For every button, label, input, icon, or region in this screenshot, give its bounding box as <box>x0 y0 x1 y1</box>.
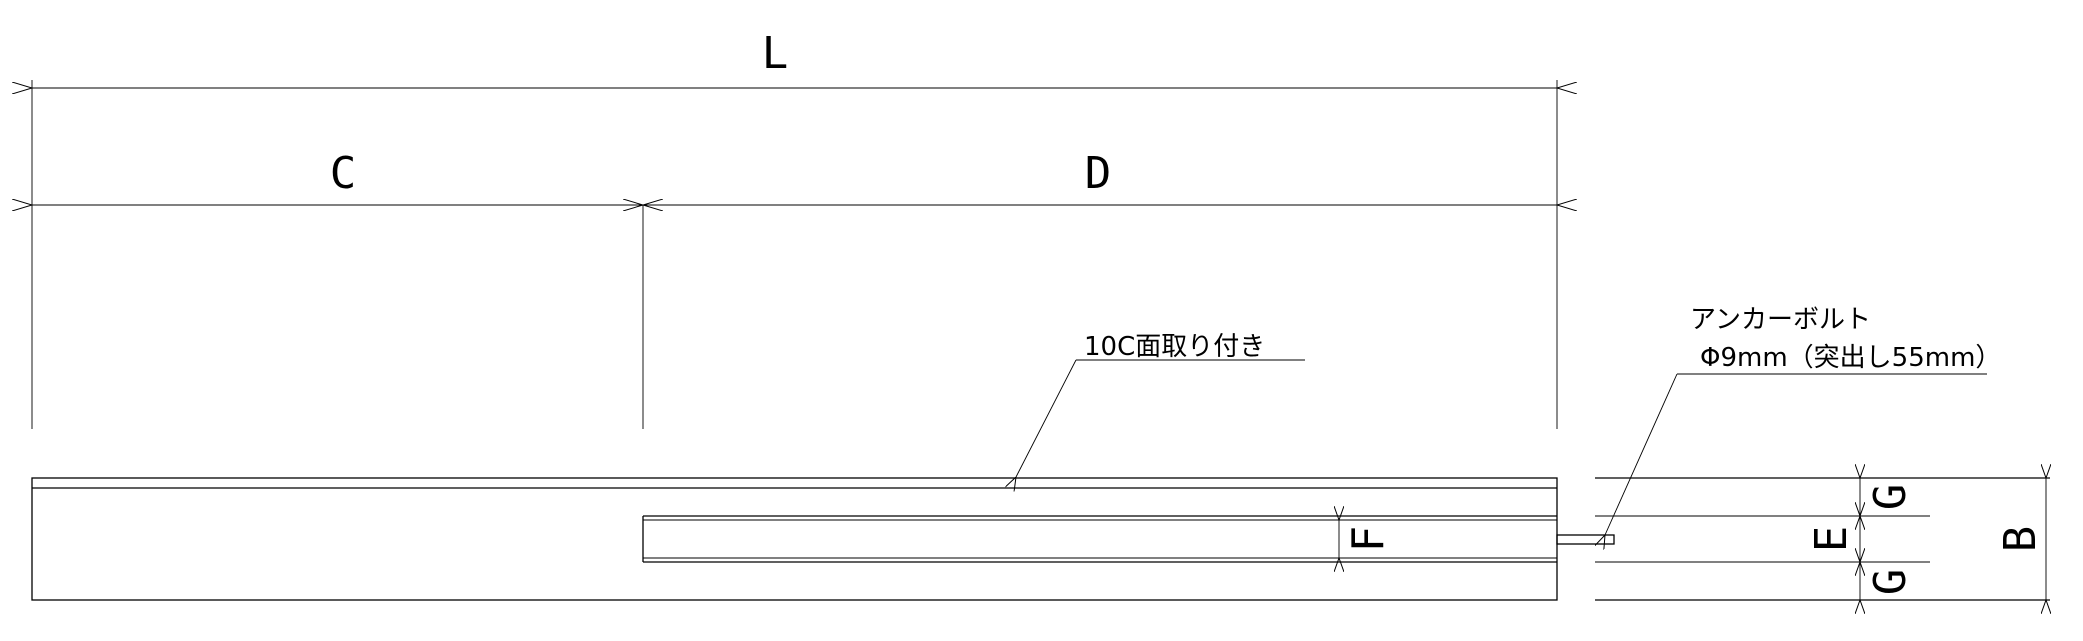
dimension-label-B: B <box>1995 526 2046 553</box>
dimension-E: E <box>1806 516 1860 562</box>
dimension-label-F: F <box>1343 526 1394 553</box>
chamfer-note: 10C面取り付き <box>1084 332 1265 362</box>
dimension-L: L <box>32 28 1557 88</box>
dimension-G-top: G <box>1860 478 1916 516</box>
front-view <box>31 477 1615 601</box>
dimension-G-bottom: G <box>1860 562 1916 600</box>
dimension-label-E: E <box>1806 526 1857 553</box>
anchor-bolt-note-line2: Φ9mm（突出し55mm） <box>1700 343 2001 373</box>
dimension-label-G-top: G <box>1865 484 1916 511</box>
dimension-C: C <box>32 148 643 205</box>
dimension-label-L: L <box>762 28 789 79</box>
dimension-label-D: D <box>1085 148 1112 199</box>
dimension-label-C: C <box>330 148 357 199</box>
chamfer-leader: 10C面取り付き <box>1016 332 1305 477</box>
anchor-bolt <box>1556 534 1615 545</box>
dimension-B: B <box>1995 478 2046 600</box>
side-view <box>1595 477 2050 601</box>
dimension-D: D <box>643 148 1557 205</box>
anchor-bolt-note-line1: アンカーボルト <box>1690 305 1871 335</box>
anchor-bolt-leader: アンカーボルト Φ9mm（突出し55mm） <box>1605 305 2001 535</box>
dimension-F: F <box>1339 520 1394 558</box>
extension-lines <box>31 80 1558 429</box>
dimension-label-G-bottom: G <box>1865 569 1916 596</box>
